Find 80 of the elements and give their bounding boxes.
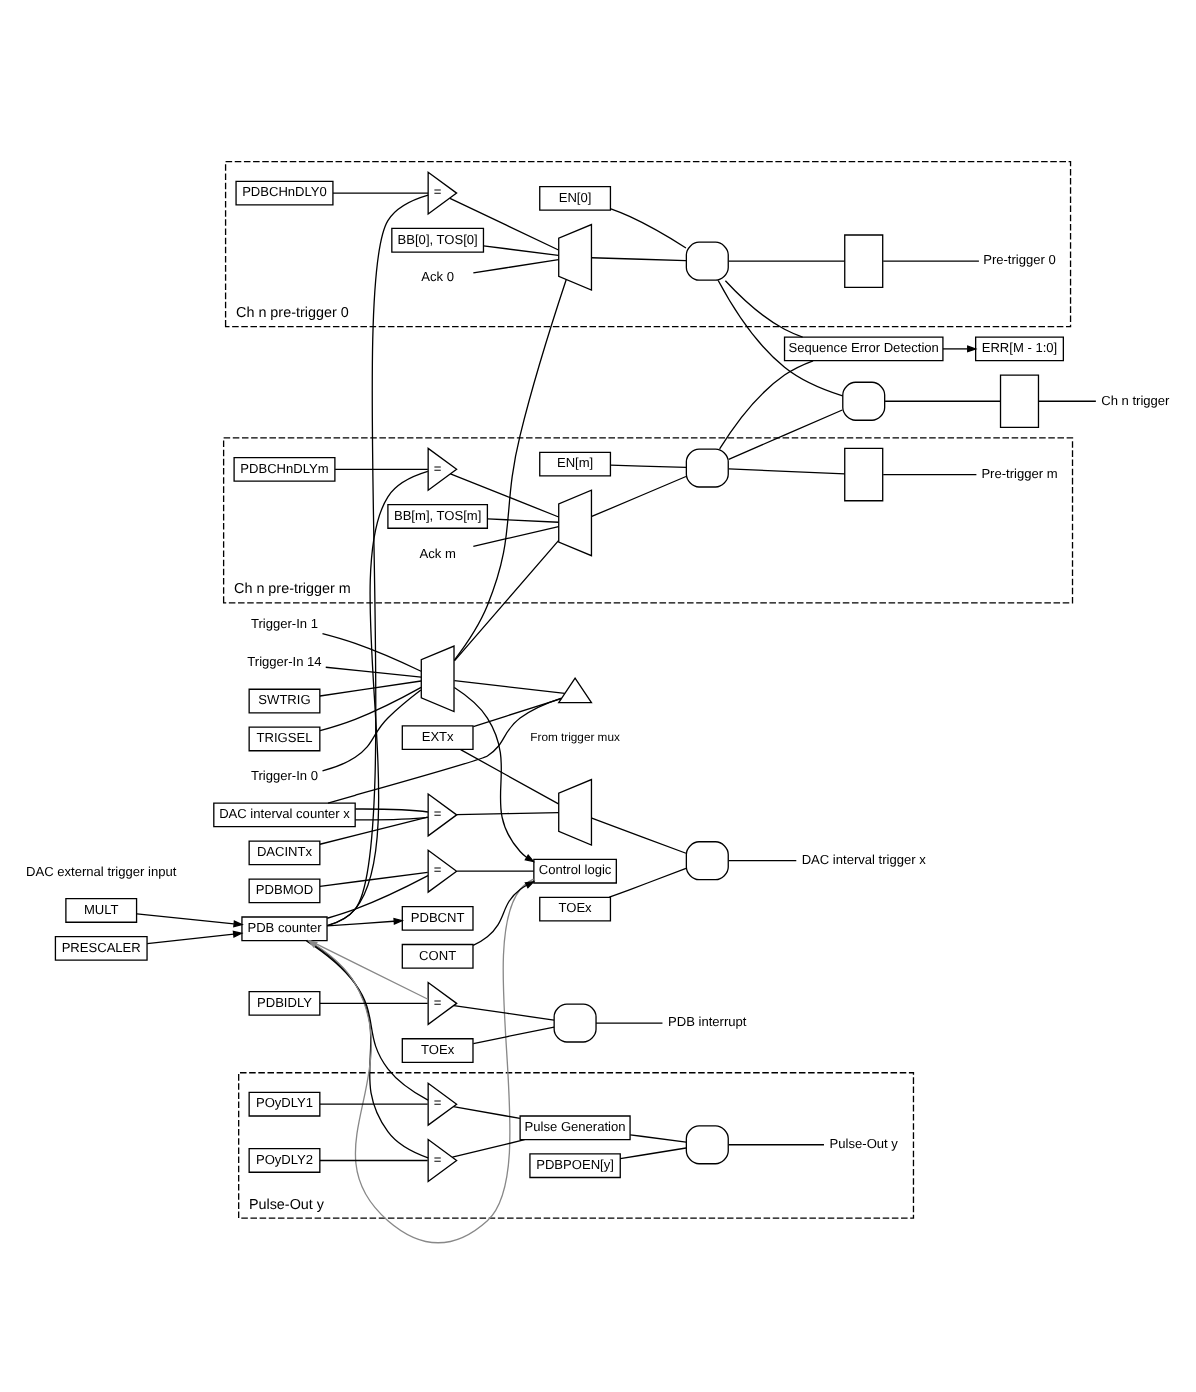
node-gate bbox=[553, 1002, 597, 1042]
connector bbox=[305, 939, 429, 1100]
connector bbox=[354, 807, 429, 812]
connector bbox=[452, 1105, 521, 1118]
arrow bbox=[136, 912, 244, 927]
connector bbox=[472, 696, 562, 727]
connector bbox=[728, 408, 843, 459]
arrow bbox=[453, 685, 536, 862]
arrow bbox=[146, 929, 244, 944]
connector bbox=[728, 467, 846, 474]
connector bbox=[456, 869, 535, 871]
connector bbox=[724, 279, 804, 337]
connector bbox=[451, 1138, 526, 1157]
node-box bbox=[844, 233, 884, 288]
connector bbox=[325, 665, 422, 677]
node-gate bbox=[842, 380, 886, 420]
connector bbox=[728, 859, 797, 861]
connector bbox=[453, 1003, 555, 1020]
connector bbox=[319, 685, 422, 731]
connector bbox=[1037, 399, 1097, 401]
connector bbox=[326, 469, 429, 926]
node-box bbox=[844, 446, 884, 501]
connector bbox=[455, 810, 560, 815]
connector bbox=[591, 256, 687, 261]
connector bbox=[453, 539, 560, 661]
arrow bbox=[307, 877, 535, 1243]
node-gate bbox=[685, 840, 729, 880]
connector bbox=[728, 259, 846, 261]
connector bbox=[449, 472, 560, 517]
connector bbox=[321, 632, 422, 671]
connector bbox=[326, 193, 429, 926]
connector bbox=[319, 1001, 429, 1004]
connector bbox=[728, 1143, 825, 1145]
node-box bbox=[999, 373, 1040, 428]
connector bbox=[332, 191, 429, 193]
connector bbox=[629, 1133, 687, 1142]
connector bbox=[884, 399, 1001, 401]
node-triangle bbox=[557, 675, 593, 703]
node-trapezium bbox=[420, 644, 455, 712]
connector bbox=[717, 278, 844, 396]
connector bbox=[718, 359, 814, 449]
connector bbox=[309, 938, 429, 999]
node-trapezium bbox=[558, 777, 593, 845]
connector bbox=[453, 678, 566, 694]
connector bbox=[882, 472, 978, 475]
node-gate bbox=[685, 240, 729, 280]
connector bbox=[882, 259, 980, 261]
connector bbox=[334, 467, 429, 469]
node-gate bbox=[685, 447, 729, 487]
connector bbox=[482, 244, 559, 255]
connector bbox=[591, 816, 687, 853]
connector bbox=[306, 938, 429, 1158]
connector bbox=[327, 696, 563, 803]
connector bbox=[326, 874, 429, 918]
arrow bbox=[942, 344, 978, 352]
connector bbox=[619, 1146, 687, 1159]
arrow bbox=[472, 879, 536, 945]
connector bbox=[595, 1021, 664, 1023]
connector bbox=[319, 815, 429, 844]
connector bbox=[319, 870, 429, 887]
connector bbox=[321, 688, 422, 771]
connector bbox=[453, 277, 567, 660]
connector bbox=[319, 1158, 429, 1161]
node-trapezium bbox=[558, 488, 593, 556]
connector bbox=[472, 257, 560, 273]
node-gate bbox=[685, 1124, 729, 1164]
connector bbox=[459, 748, 560, 804]
arrow bbox=[326, 916, 405, 926]
node-trapezium bbox=[558, 222, 593, 290]
connector bbox=[591, 474, 687, 517]
connector bbox=[472, 524, 560, 547]
connector bbox=[610, 207, 687, 248]
connector bbox=[609, 463, 687, 468]
connector bbox=[449, 196, 560, 250]
connector bbox=[319, 679, 422, 696]
connector bbox=[472, 1025, 555, 1044]
connector bbox=[319, 1102, 429, 1104]
connector bbox=[354, 815, 429, 820]
connector bbox=[487, 517, 560, 522]
connector bbox=[608, 866, 687, 897]
